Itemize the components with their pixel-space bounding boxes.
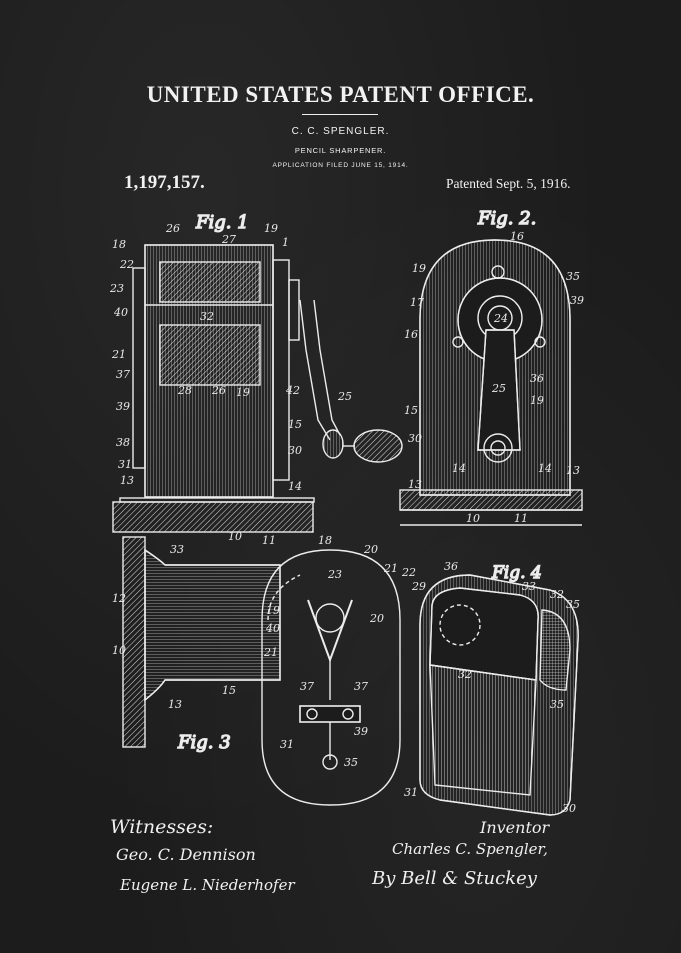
reference-numeral: 40 (113, 306, 128, 319)
reference-numeral: 23 (109, 282, 124, 295)
reference-numeral: 10 (112, 644, 126, 657)
reference-numeral: 15 (222, 684, 236, 697)
title-rule (302, 114, 378, 115)
reference-numeral: 15 (404, 404, 418, 417)
figure-4-perspective-view (419, 574, 579, 816)
reference-numeral: 18 (112, 238, 126, 251)
reference-numeral: 35 (566, 270, 580, 283)
reference-numeral: 20 (369, 612, 384, 625)
reference-numeral: 30 (562, 802, 576, 815)
reference-numeral: 31 (404, 786, 418, 799)
patent-number: 1,197,157. (124, 172, 205, 193)
reference-numeral: 10 (228, 530, 242, 543)
reference-numeral: 13 (566, 464, 580, 477)
reference-numeral: 13 (168, 698, 182, 711)
fig-1-label: Fig. 1 (195, 212, 249, 233)
reference-numeral: 36 (444, 560, 458, 573)
reference-numeral: 17 (410, 296, 424, 309)
reference-numeral: 16 (404, 328, 418, 341)
reference-numerals: 26 27 19 18 1 22 23 32 40 21 37 28 26 19 42 25 39 15 38 30 3… (109, 222, 584, 815)
reference-numeral: 11 (262, 534, 276, 547)
reference-numeral: 14 (538, 462, 552, 475)
patent-subject: PENCIL SHARPENER. (294, 146, 387, 155)
reference-numeral: 32 (550, 588, 564, 601)
reference-numeral: 36 (530, 372, 544, 385)
reference-numeral: 13 (408, 478, 422, 491)
reference-numeral: 35 (344, 756, 358, 769)
reference-numeral: 21 (383, 562, 398, 575)
reference-numeral: 14 (452, 462, 466, 475)
reference-numeral: 38 (116, 436, 130, 449)
reference-numeral: 25 (337, 390, 352, 403)
reference-numeral: 33 (170, 543, 184, 556)
reference-numeral: 37 (300, 680, 314, 693)
reference-numeral: 37 (116, 368, 130, 381)
reference-numeral: 23 (327, 568, 342, 581)
reference-numeral: 31 (118, 458, 132, 471)
reference-numeral: 19 (412, 262, 426, 275)
reference-numeral: 33 (522, 580, 536, 593)
reference-numeral: 39 (116, 400, 130, 413)
witnesses-label: Witnesses: (110, 816, 214, 838)
figure-1-side-view (112, 244, 403, 533)
fig-2-label: Fig. 2. (477, 208, 536, 229)
reference-numeral: 12 (112, 592, 126, 605)
witness-1-signature: Geo. C. Dennison (116, 845, 256, 864)
reference-numeral: 19 (264, 222, 278, 235)
reference-numeral: 32 (200, 310, 214, 323)
reference-numeral: 42 (285, 384, 300, 397)
inventor-name-header: C. C. SPENGLER. (291, 126, 390, 137)
reference-numeral: 35 (566, 598, 580, 611)
reference-numeral: 39 (354, 725, 368, 738)
reference-numeral: 15 (288, 418, 302, 431)
reference-numeral: 37 (354, 680, 368, 693)
office-title: UNITED STATES PATENT OFFICE. (146, 82, 535, 107)
figure-2-front-view (399, 239, 583, 526)
reference-numeral: 19 (236, 386, 250, 399)
reference-numeral: 26 (165, 222, 180, 235)
reference-numeral: 16 (510, 230, 524, 243)
fig-4-label: Fig. 4 (491, 563, 542, 583)
reference-numeral: 24 (493, 312, 508, 325)
reference-numeral: 13 (120, 474, 134, 487)
reference-numeral: 21 (111, 348, 126, 361)
fig-3-label: Fig. 3 (177, 732, 231, 753)
reference-numeral: 28 (177, 384, 192, 397)
reference-numeral: 40 (265, 622, 280, 635)
reference-numeral: 18 (318, 534, 332, 547)
reference-numeral: 21 (263, 646, 278, 659)
reference-numeral: 11 (514, 512, 528, 525)
reference-numeral: 26 (211, 384, 226, 397)
inventor-signature: Charles C. Spengler, (392, 840, 548, 858)
reference-numeral: 22 (401, 566, 416, 579)
reference-numeral: 32 (458, 668, 472, 681)
reference-numeral: 22 (119, 258, 134, 271)
reference-numeral: 1 (282, 236, 289, 249)
attorney-signature: By Bell & Stuckey (372, 868, 537, 889)
reference-numeral: 31 (280, 738, 294, 751)
inventor-label: Inventor (480, 818, 550, 837)
reference-numeral: 14 (288, 480, 302, 493)
reference-numeral: 20 (363, 543, 378, 556)
reference-numeral: 19 (530, 394, 544, 407)
reference-numeral: 30 (408, 432, 422, 445)
reference-numeral: 30 (288, 444, 302, 457)
reference-numeral: 29 (411, 580, 426, 593)
reference-numeral: 27 (221, 233, 236, 246)
witness-2-signature: Eugene L. Niederhofer (120, 876, 295, 894)
reference-numeral: 19 (266, 604, 280, 617)
reference-numeral: 10 (466, 512, 480, 525)
figure-3-section-view (122, 536, 401, 806)
reference-numeral: 35 (550, 698, 564, 711)
reference-numeral: 39 (570, 294, 584, 307)
patent-date: Patented Sept. 5, 1916. (446, 176, 571, 191)
application-filed: APPLICATION FILED JUNE 15, 1914. (272, 162, 409, 169)
reference-numeral: 25 (491, 382, 506, 395)
